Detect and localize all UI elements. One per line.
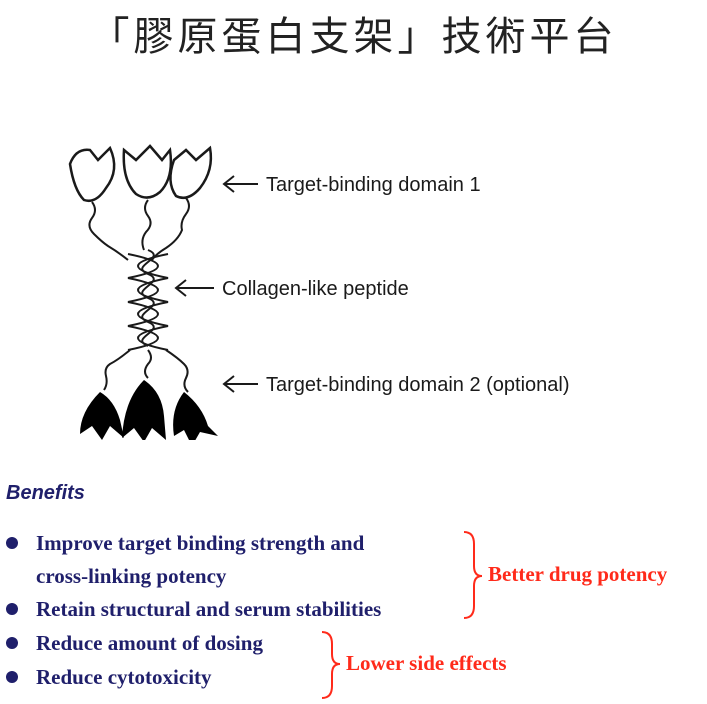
top-binding-domain-center <box>122 144 173 199</box>
upper-linkers <box>88 197 190 261</box>
benefit-item: Improve target binding strength and cros… <box>6 527 364 593</box>
benefit-item: Retain structural and serum stabilities <box>6 593 381 626</box>
top-binding-domain-left <box>68 145 116 202</box>
label-target-binding-domain-2: Target-binding domain 2 (optional) <box>266 374 570 396</box>
label-collagen-like-peptide: Collagen-like peptide <box>222 278 409 300</box>
arrow-domain2-icon <box>222 375 258 393</box>
bullet-icon <box>6 603 18 615</box>
bottom-binding-domain-right <box>173 392 218 440</box>
benefit-item: Reduce amount of dosing <box>6 627 263 660</box>
bottom-binding-domain-left <box>80 392 124 440</box>
bottom-binding-domain-center <box>122 380 166 440</box>
top-binding-domain-right <box>169 145 213 199</box>
group-label-lower-side-effects: Lower side effects <box>346 651 507 675</box>
lower-linkers <box>103 349 189 393</box>
collagen-scaffold-diagram: Target-binding domain 1 Collagen-like pe… <box>68 144 570 440</box>
bullet-icon <box>6 537 18 549</box>
bullet-icon <box>6 637 18 649</box>
group-label-better-drug-potency: Better drug potency <box>488 562 668 586</box>
bullet-icon <box>6 671 18 683</box>
arrow-peptide-icon <box>174 279 214 297</box>
brace-right-icon <box>463 531 483 619</box>
arrow-domain1-icon <box>222 175 258 193</box>
brace-right-icon <box>321 631 341 699</box>
page-title: 「膠原蛋白支架」技術平台 <box>89 14 618 60</box>
benefit-item: Reduce cytotoxicity <box>6 661 212 694</box>
label-target-binding-domain-1: Target-binding domain 1 <box>266 174 481 196</box>
collagen-triple-helix <box>127 249 169 351</box>
benefits-heading: Benefits <box>6 482 85 504</box>
